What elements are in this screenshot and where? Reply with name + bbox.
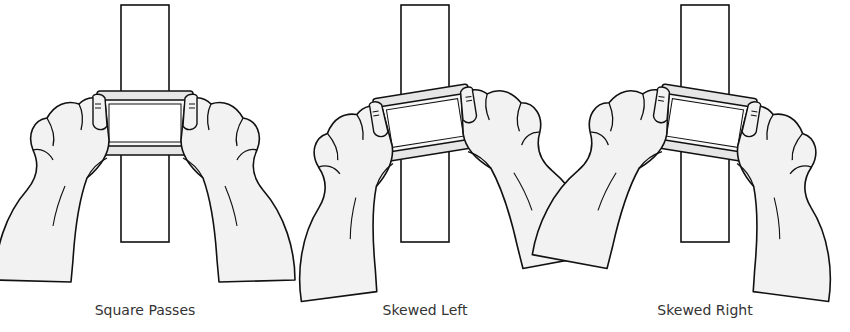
skewed-right-figure: [532, 5, 850, 304]
skewed-left-figure: [272, 5, 598, 304]
figure-caption: Square Passes: [95, 302, 196, 318]
square-pass-figure: [0, 5, 295, 282]
figure-caption: Skewed Right: [657, 302, 752, 318]
figure-caption: Skewed Left: [383, 302, 468, 318]
